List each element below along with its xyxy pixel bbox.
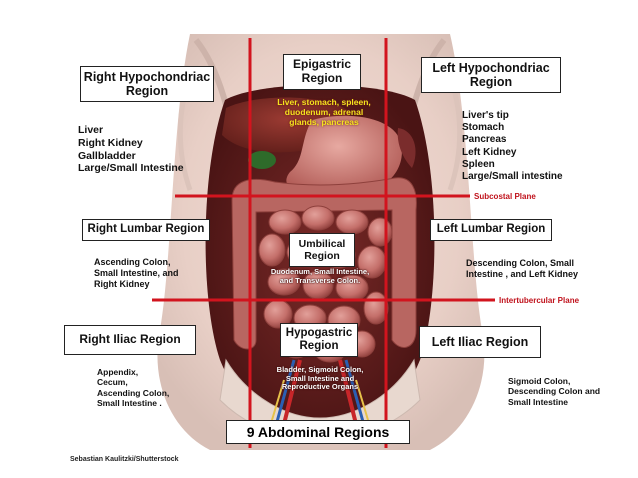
image-credit: Sebastian Kaulitzki/Shutterstock	[70, 456, 179, 463]
left-iliac-organs: Sigmoid Colon, Descending Colon and Smal…	[508, 376, 601, 407]
gallbladder	[248, 151, 276, 169]
left-lumbar-label: Left Lumbar Region	[430, 219, 552, 241]
right-iliac-organs: Appendix, Cecum, Ascending Colon, Small …	[97, 367, 170, 409]
right-hypochondriac-organs: Liver Right Kidney Gallbladder Large/Sma…	[78, 124, 184, 175]
diagram-title: 9 Abdominal Regions	[226, 420, 410, 444]
right-hypochondriac-label: Right Hypochondriac Region	[80, 66, 214, 102]
left-lumbar-organs: Descending Colon, Small Intestine , and …	[466, 258, 579, 279]
subcostal-plane-label: Subcostal Plane	[474, 192, 536, 201]
left-hypochondriac-label: Left Hypochondriac Region	[421, 57, 561, 93]
umbilical-organs: Duodenum, Small Intestine, and Transvers…	[270, 267, 370, 285]
stomach	[286, 115, 402, 193]
epigastric-label: Epigastric Region	[283, 54, 361, 90]
right-lumbar-organs: Ascending Colon, Small Intestine, and Ri…	[94, 257, 179, 289]
intertubercular-plane-label: Intertubercular Plane	[499, 296, 580, 305]
right-lumbar-label: Right Lumbar Region	[82, 219, 210, 241]
right-iliac-label: Right Iliac Region	[64, 325, 196, 355]
left-iliac-label: Left Iliac Region	[419, 326, 541, 358]
hypogastric-organs: Bladder, Sigmoid Colon, Small Intestine …	[276, 365, 364, 392]
epigastric-organs: Liver, stomach, spleen, duodenum, adrena…	[277, 97, 371, 127]
umbilical-label: Umbilical Region	[289, 233, 355, 267]
left-hypochondriac-organs: Liver's tip Stomach Pancreas Left Kidney…	[462, 110, 563, 182]
spleen	[397, 128, 416, 168]
hypogastric-label: Hypogastric Region	[280, 323, 358, 357]
